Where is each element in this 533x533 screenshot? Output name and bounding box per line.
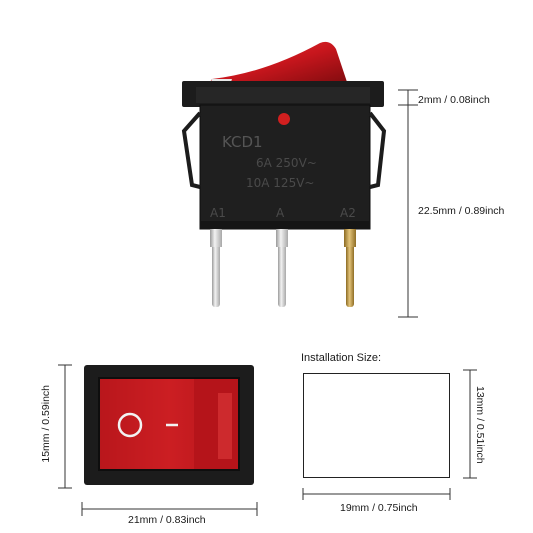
rating-line-1: 6A 250V~ (256, 156, 317, 170)
rocker-red-side (208, 41, 348, 85)
rating-line-2: 10A 125V~ (246, 176, 314, 190)
terminal-label-a2: A2 (340, 206, 356, 220)
indicator-light (278, 113, 290, 125)
model-text: KCD1 (222, 133, 263, 151)
installation-title: Installation Size: (301, 352, 382, 364)
terminal-right (346, 229, 354, 307)
switch-front-view (84, 365, 254, 485)
installation-width-label: 19mm / 0.75inch (340, 502, 418, 514)
front-dimension-lines (58, 364, 258, 516)
terminal-label-a1: A1 (210, 206, 226, 220)
off-symbol (117, 412, 143, 438)
switch-body (200, 105, 370, 229)
terminal-label-a: A (276, 206, 285, 220)
front-height-label: 15mm / 0.59inch (40, 385, 52, 463)
switch-side-view: KCD1 6A 250V~ 10A 125V~ A1 A A2 (181, 41, 387, 307)
front-width-label: 21mm / 0.83inch (128, 514, 206, 526)
side-dimension-lines (398, 89, 418, 318)
dim-top-label: 2mm / 0.08inch (418, 94, 490, 106)
installation-dimension-lines (302, 369, 477, 500)
dim-height-label: 22.5mm / 0.89inch (418, 205, 505, 217)
terminal-middle (278, 229, 286, 307)
terminal-left (212, 229, 220, 307)
installation-cutout (303, 373, 450, 478)
installation-height-label: 13mm / 0.51inch (474, 386, 486, 464)
